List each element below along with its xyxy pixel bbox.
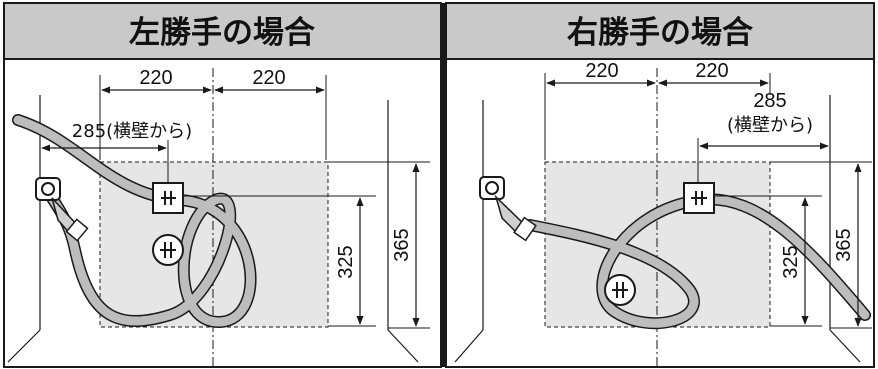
panel-right-hand: 右勝手の場合	[445, 2, 875, 368]
dimension-label-285: 285	[753, 90, 786, 112]
floor-line-right	[387, 329, 419, 363]
panel-left-hand: 左勝手の場合	[3, 2, 442, 368]
dimension-220-220: 220 220	[544, 60, 771, 160]
dimension-365: 365	[328, 161, 430, 329]
dimension-220-220: 220 220	[99, 67, 327, 160]
panel-title: 右勝手の場合	[567, 15, 753, 51]
dimension-label-365: 365	[391, 228, 413, 261]
floor-line-left	[7, 329, 41, 363]
floor-line-left	[454, 329, 484, 363]
panel-divider	[441, 3, 446, 367]
dimension-label-220-right: 220	[695, 60, 728, 82]
dimension-label-285: 285(横壁から)	[72, 121, 192, 142]
dimension-285: 285 (横壁から)	[697, 90, 829, 183]
dimension-325: 325	[714, 195, 822, 327]
dimension-285: 285(横壁から)	[41, 121, 192, 183]
dimension-label-325: 325	[780, 245, 802, 278]
dimension-label-285-note: (横壁から)	[727, 115, 813, 136]
floor-line-right	[829, 329, 861, 363]
panel-header	[3, 2, 442, 60]
dimension-325: 325	[183, 195, 376, 327]
dimension-label-325: 325	[335, 245, 357, 278]
water-fitting-icon	[152, 182, 184, 214]
panel-header	[445, 2, 875, 60]
dimension-365: 365	[770, 161, 872, 329]
dimension-label-220-left: 220	[139, 67, 172, 89]
water-fitting-icon	[683, 182, 715, 214]
faucet-icon	[479, 176, 537, 242]
faucet-icon	[35, 177, 89, 242]
panel-title: 左勝手の場合	[129, 15, 315, 51]
drain-fitting-icon	[604, 274, 636, 306]
dimension-label-220-left: 220	[585, 60, 618, 82]
drain-fitting-icon	[152, 234, 184, 266]
dimension-label-365: 365	[833, 228, 855, 261]
dimension-label-220-right: 220	[252, 67, 285, 89]
